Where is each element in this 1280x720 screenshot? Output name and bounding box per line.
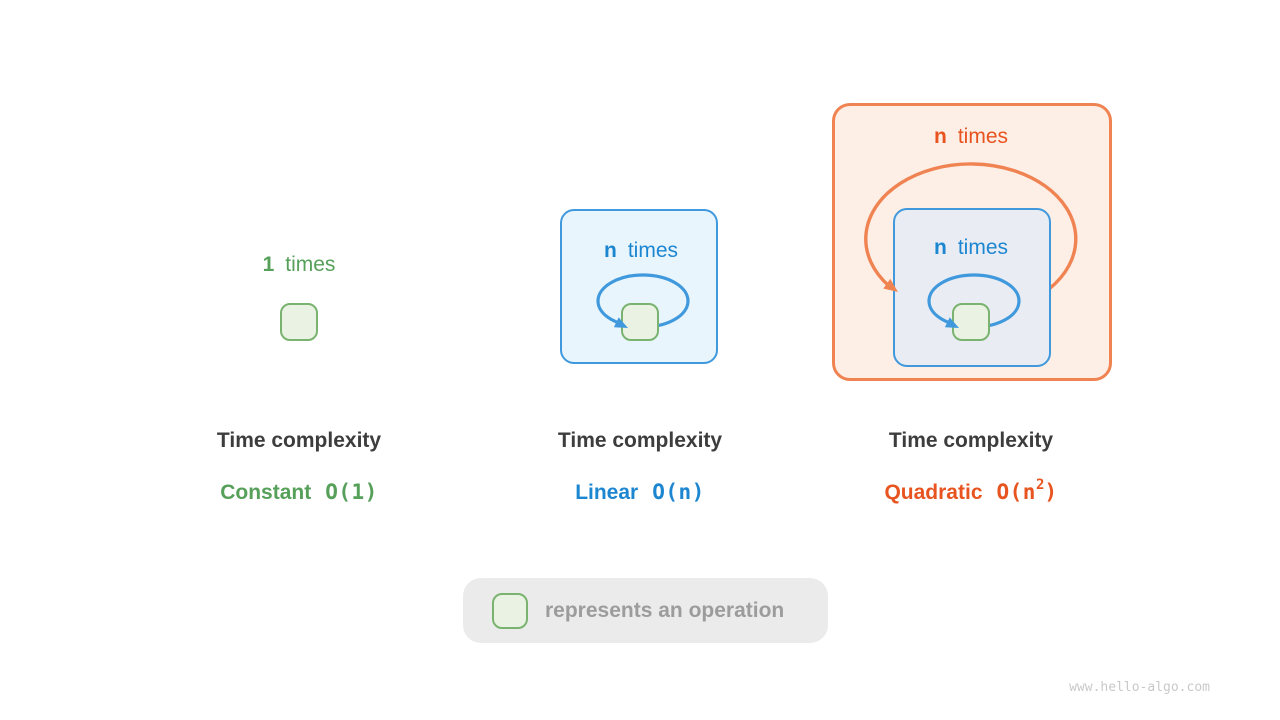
quadratic-outer-times-word: times <box>957 125 1009 148</box>
constant-times-word: times <box>285 253 336 276</box>
quadratic-outer-count-value: n <box>933 125 947 148</box>
legend-operation-square-icon <box>492 592 528 629</box>
constant-complexity-label: Constant O(1) <box>220 474 378 506</box>
quadratic-operation-square-icon <box>952 303 990 341</box>
constant-operation-square-icon <box>280 303 318 341</box>
quadratic-inner-loop-box <box>893 208 1051 367</box>
quadratic-complexity-name: Quadratic <box>884 481 983 504</box>
linear-complexity-label: Linear O(n) <box>575 474 705 506</box>
linear-title: Time complexity <box>557 429 723 452</box>
linear-times-word: times <box>627 239 679 262</box>
linear-complexity-name: Linear <box>575 481 639 504</box>
quadratic-big-o-sup: 2 <box>1035 477 1045 493</box>
constant-title: Time complexity <box>216 429 382 452</box>
quadratic-complexity-label: Quadratic O(n2) <box>884 474 1057 506</box>
quadratic-big-o-close: ) <box>1044 480 1058 504</box>
constant-count-value: 1 <box>262 253 275 276</box>
watermark: www.hello-algo.com <box>1069 680 1210 695</box>
constant-complexity-name: Constant <box>220 481 312 504</box>
legend: represents an operation <box>463 578 828 643</box>
legend-text: represents an operation <box>545 598 785 622</box>
quadratic-inner-count-value: n <box>933 236 947 259</box>
quadratic-inner-times-word: times <box>957 236 1009 259</box>
linear-big-o: O(n) <box>652 480 705 504</box>
linear-operation-square-icon <box>621 303 659 341</box>
quadratic-title: Time complexity <box>888 429 1054 452</box>
quadratic-big-o: O(n <box>996 480 1036 504</box>
constant-big-o: O(1) <box>325 480 378 504</box>
linear-count-value: n <box>603 239 617 262</box>
constant-count-label: 1 times <box>263 253 336 277</box>
